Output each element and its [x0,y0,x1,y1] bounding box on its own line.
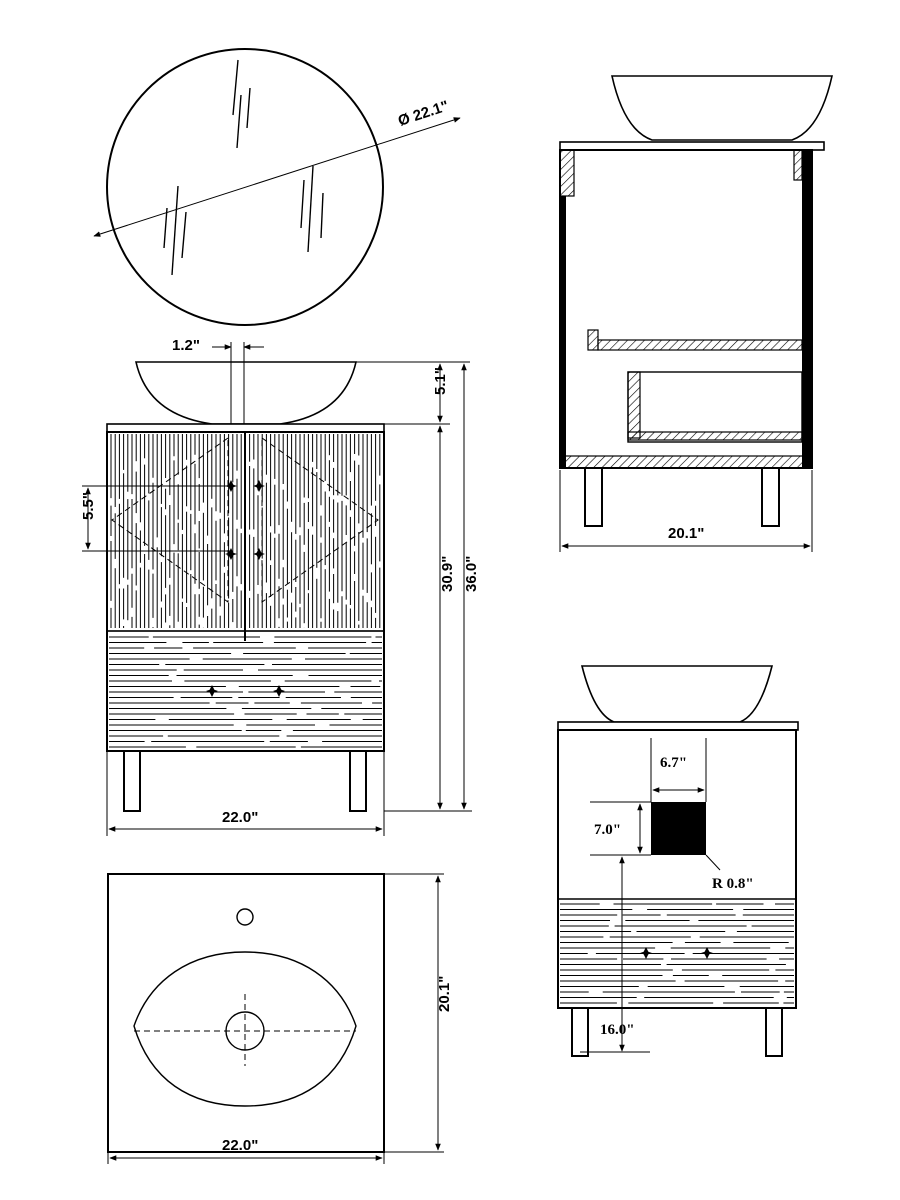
top-width-label: 22.0" [222,1137,258,1154]
front-right-leg [349,750,367,812]
countertop-top [107,873,385,1153]
cutout-radius-leader [705,854,721,871]
shelf-support [587,329,599,351]
front-left-leg [123,750,141,812]
side-drawer-knobs [640,947,713,959]
drawer-panel [106,630,385,752]
side-depth-label: 20.1" [668,525,704,542]
side-drawer-grain [560,903,794,1004]
mirror-diameter-line [93,117,461,237]
cutout-height-label: 7.0" [594,822,621,838]
cabinet-side-2 [557,729,797,1009]
left-door-diamond [111,437,229,603]
mirror-view: Ø 22.1" [93,48,461,326]
plumbing-cutout [651,802,706,855]
cutout-width-label: 6.7" [660,755,687,771]
front-cleat [793,149,803,181]
rear-cleat [559,149,575,197]
vessel-sink-front [134,361,358,425]
vessel-sink-side [611,75,833,141]
cabinet-bottom [559,455,813,469]
door-knobs [225,480,265,560]
total-height-label: 36.0" [463,556,480,592]
side2-rear-leg [571,1007,589,1057]
cutout-radius-label: R 0.8" [712,876,754,892]
top-depth-label: 20.1" [436,976,453,1012]
cutout-elevation-label: 16.0" [600,1022,635,1038]
right-door-diamond [261,437,379,603]
cabinet-height-label: 30.9" [439,556,456,592]
countertop-side [559,141,825,151]
countertop-side-2 [557,721,799,731]
back-panel [560,196,566,468]
side-cutout-view: 6.7" 7.0" R 0.8" 16.0" [557,665,799,1057]
door-feature-label: 5.5" [80,492,97,520]
faucet-offset-label: 1.2" [172,337,200,354]
front-door-panel [802,150,812,468]
vessel-height-label: 5.1" [432,367,449,395]
front-view: 1.2" 5.5" [80,337,480,836]
shelf [597,339,803,351]
door-wood-grain [110,434,381,628]
drawer-back [627,371,641,439]
side-section-view: 20.1" [559,75,833,552]
drawer-knobs [206,685,285,697]
side-rear-leg [584,467,603,527]
vessel-sink-side-2 [580,665,774,723]
faucet-hole [236,908,254,926]
side2-front-leg [765,1007,783,1057]
mirror-reflection-lines [163,59,324,276]
countertop-front [106,423,385,433]
sink-bowl-top [133,951,357,1107]
front-width-label: 22.0" [222,809,258,826]
drawer-wood-grain [109,636,382,748]
drawer-bottom [627,431,803,441]
cabinet-side-outline [559,149,813,469]
top-view: 20.1" 22.0" [107,873,453,1164]
mirror-diameter-label: Ø 22.1" [396,98,451,130]
side-front-leg [761,467,780,527]
